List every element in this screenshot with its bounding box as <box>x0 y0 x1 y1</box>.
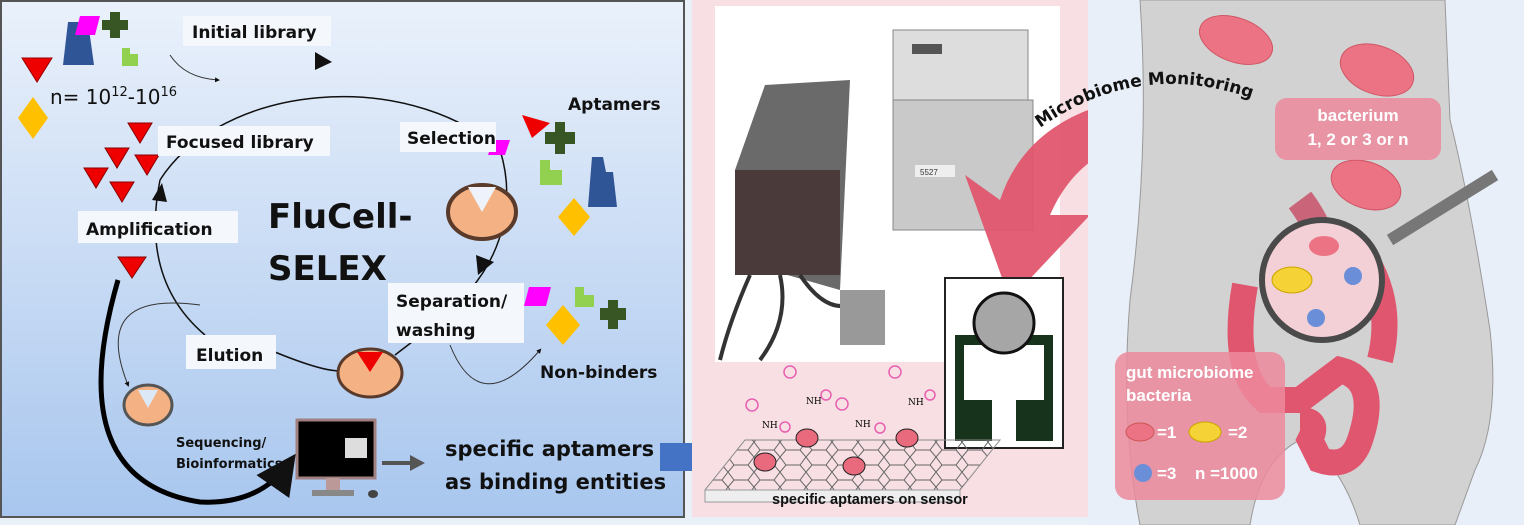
bacterium-info-box <box>1275 98 1441 160</box>
bacterium-1-icon <box>1125 422 1155 442</box>
magnifier-icon <box>1259 217 1385 343</box>
label-selection: Selection <box>407 129 496 149</box>
focused-library-icon <box>83 122 160 279</box>
device-label: 5527 <box>920 168 938 177</box>
result-line1: specific aptamers <box>445 437 654 461</box>
gut-label-2: bacteria <box>1126 386 1192 405</box>
label-amplification: Amplification <box>86 220 213 240</box>
selex-panel: Initial library n= 1012-1016 Focused lib… <box>0 0 735 518</box>
library-shapes-icon <box>18 12 138 139</box>
bacterium-count-label: 1, 2 or 3 or n <box>1307 130 1408 149</box>
chem-label: NH <box>908 398 924 408</box>
computer-icon <box>295 418 378 498</box>
chem-label: NH <box>855 420 871 430</box>
bacterium-label: bacterium <box>1317 106 1398 125</box>
sensor-caption: specific aptamers on sensor <box>772 492 968 508</box>
aptamer-shapes-icon <box>488 115 626 345</box>
label-washing: washing <box>396 321 476 341</box>
target-cell-icon <box>122 183 518 427</box>
arrowhead-icon <box>476 255 494 275</box>
label-focused-library: Focused library <box>166 133 314 153</box>
potentiostat-device-icon: 5527 <box>718 29 1034 362</box>
bacterium-3-icon <box>1134 464 1152 482</box>
sensor-panel: 5527 NH NH NH <box>692 0 1350 517</box>
microbiome-panel: bacterium 1, 2 or 3 or n gut microbiome … <box>1032 0 1524 525</box>
label-elution: Elution <box>196 346 263 366</box>
arrowhead-icon <box>315 52 332 70</box>
gut-label: gut microbiome <box>1126 363 1254 382</box>
magnifier-handle-icon <box>1386 169 1499 246</box>
bacterium-2-icon <box>1188 421 1222 443</box>
graphene-sensor-icon: NH NH NH NH <box>703 365 1002 503</box>
electrode-icon <box>944 277 1064 449</box>
label-initial-library: Initial library <box>192 23 317 43</box>
label-bioinformatics: Bioinformatics <box>176 457 283 472</box>
label-sequencing: Sequencing/ <box>176 436 267 451</box>
title-line2: SELEX <box>268 249 387 289</box>
chem-label: NH <box>806 397 822 407</box>
legend-2: =2 <box>1228 423 1247 442</box>
result-line2: as binding entities <box>445 470 666 494</box>
sequencing-arrow <box>98 279 296 505</box>
title-line1: FluCell- <box>268 197 413 237</box>
label-aptamers: Aptamers <box>568 95 661 115</box>
bacterium-icon <box>1199 15 1415 211</box>
legend-1: =1 <box>1157 423 1176 442</box>
label-non-binders: Non-binders <box>540 363 657 383</box>
chem-label: NH <box>762 421 778 431</box>
legend-3: =3 <box>1157 464 1176 483</box>
legend-n: n =1000 <box>1195 464 1258 483</box>
label-separation: Separation/ <box>396 292 508 312</box>
library-size: n= 1012-1016 <box>50 85 177 109</box>
arrowhead-icon <box>152 183 167 202</box>
